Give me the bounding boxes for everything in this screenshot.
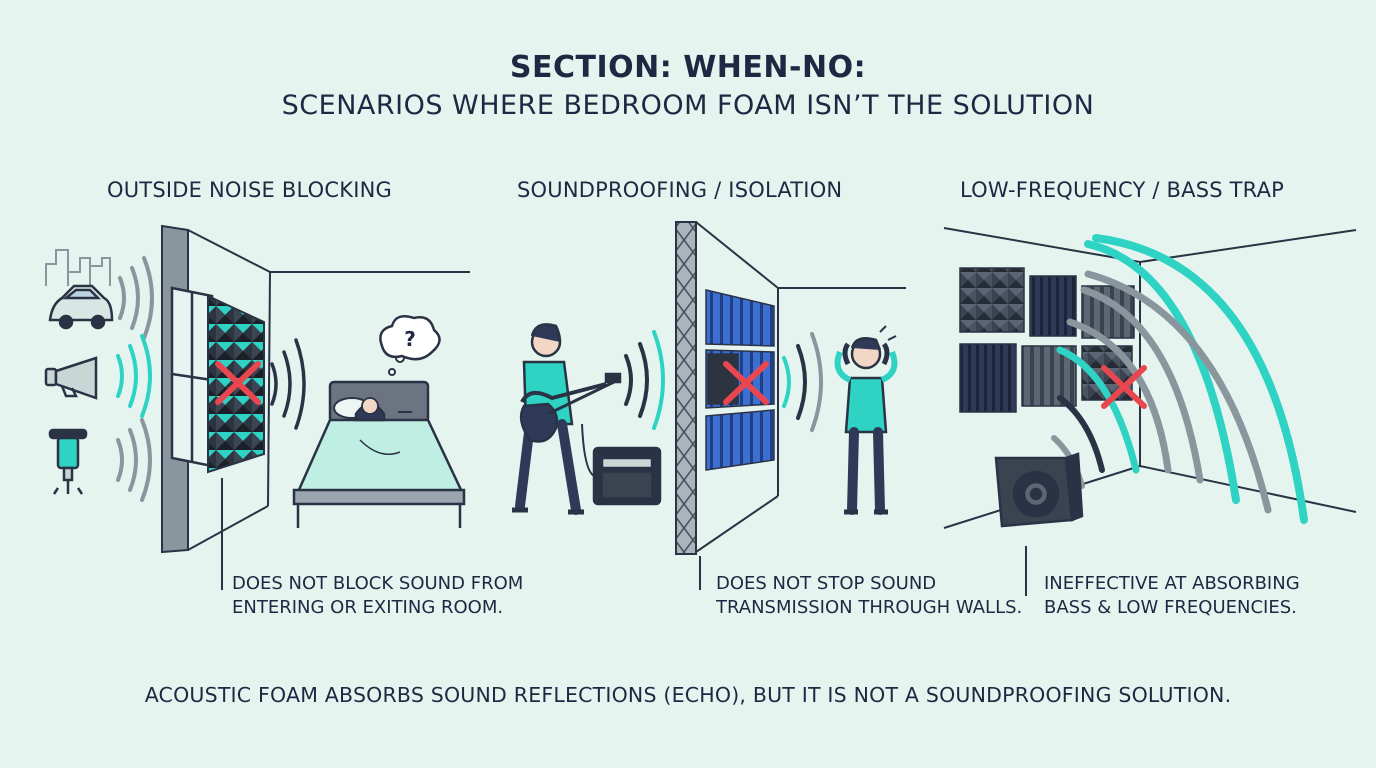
footer-note: ACOUSTIC FOAM ABSORBS SOUND REFLECTIONS …	[144, 683, 1232, 707]
caption-line: DOES NOT BLOCK SOUND FROM	[232, 573, 524, 594]
panel-heading-soundproofing: SOUNDPROOFING / ISOLATION	[517, 178, 843, 202]
jackhammer-icon	[48, 428, 88, 495]
bed	[292, 380, 466, 528]
caption-line: BASS & LOW FREQUENCIES.	[1044, 597, 1297, 618]
red-cross-icon	[723, 361, 769, 405]
page-title: SECTION: WHEN-NO:	[509, 50, 867, 85]
annoyed-neighbor-figure	[834, 325, 898, 515]
incoming-sound-waves	[116, 256, 154, 502]
caption-line: INEFFECTIVE AT ABSORBING	[1044, 573, 1300, 594]
wall-foam-panels	[959, 267, 1135, 413]
question-mark: ?	[404, 327, 416, 351]
guitar-sound-waves	[624, 330, 665, 430]
panel-heading-outside-noise: OUTSIDE NOISE BLOCKING	[107, 178, 392, 202]
caption-soundproofing: DOES NOT STOP SOUND TRANSMISSION THROUGH…	[716, 572, 1022, 620]
wall-truss	[675, 221, 697, 555]
caption-bass-trap: INEFFECTIVE AT ABSORBING BASS & LOW FREQ…	[1044, 572, 1300, 620]
caption-line: DOES NOT STOP SOUND	[716, 573, 937, 594]
caption-outside-noise: DOES NOT BLOCK SOUND FROM ENTERING OR EX…	[232, 572, 523, 620]
panel-heading-bass-trap: LOW-FREQUENCY / BASS TRAP	[960, 178, 1285, 202]
panel-soundproofing-art	[512, 221, 906, 590]
red-cross-icon	[1101, 365, 1147, 409]
panel-bass-trap-art	[943, 227, 1357, 596]
caption-line: ENTERING OR EXITING ROOM.	[232, 597, 504, 618]
red-cross-icon	[215, 361, 261, 405]
leaking-sound-waves	[270, 338, 306, 430]
panel-outside-noise-art: ?	[44, 224, 470, 590]
window	[170, 286, 214, 468]
amplifier-icon	[581, 423, 662, 506]
page-subtitle: SCENARIOS WHERE BEDROOM FOAM ISN’T THE S…	[281, 90, 1095, 121]
guitarist-figure	[512, 323, 622, 515]
caption-line: TRANSMISSION THROUGH WALLS.	[716, 597, 1023, 618]
car-icon	[48, 284, 114, 330]
transmitted-sound-waves	[782, 332, 823, 432]
subwoofer-icon	[994, 452, 1084, 528]
thought-bubble: ?	[379, 315, 441, 376]
city-skyline-icon	[45, 249, 111, 286]
horn-icon	[44, 356, 98, 400]
